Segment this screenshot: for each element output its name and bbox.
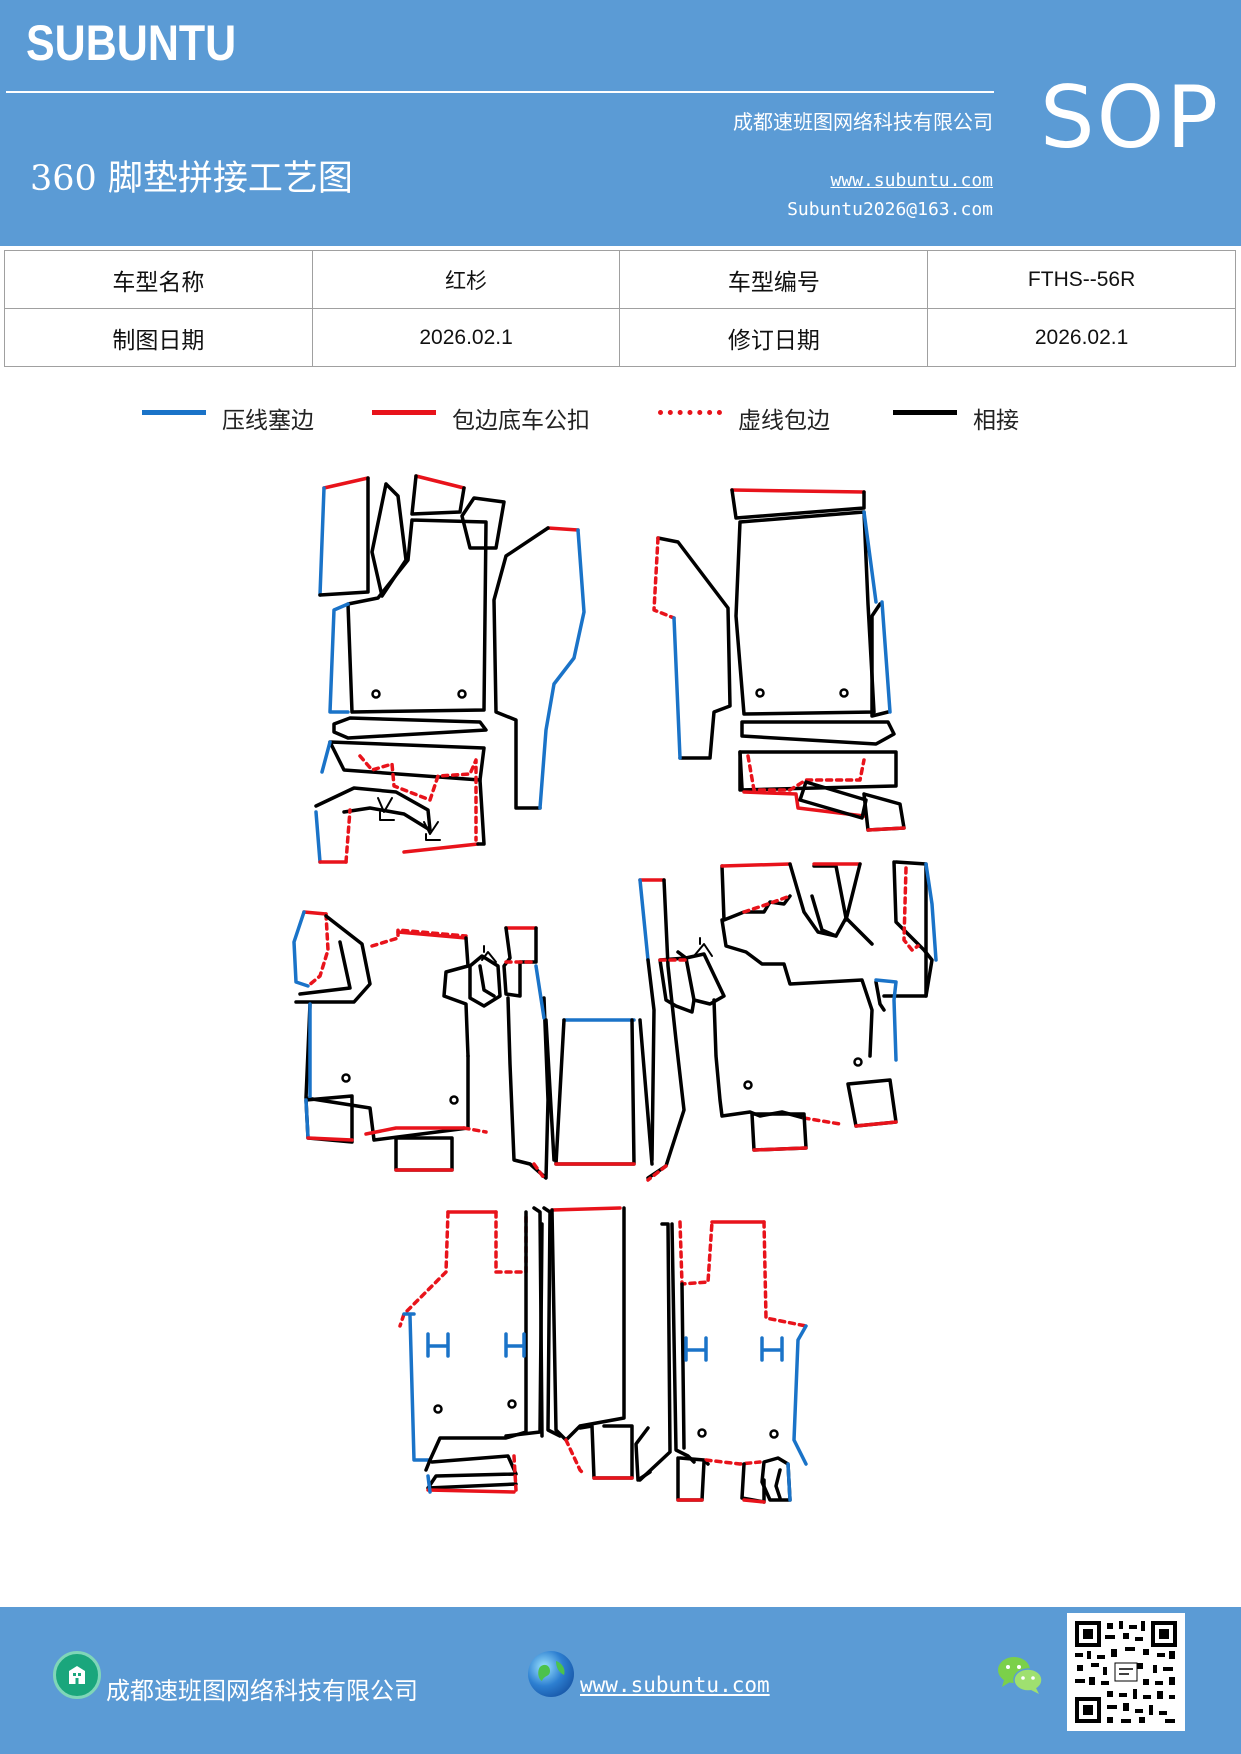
- wechat-icon[interactable]: [996, 1653, 1044, 1701]
- table-row: 车型名称 红杉 车型编号 FTHS--56R: [4, 250, 1236, 309]
- line-legend: 压线塞边 包边底车公扣 虚线包边 相接: [0, 398, 1241, 438]
- legend-label: 相接: [973, 408, 1019, 434]
- building-icon: [53, 1651, 101, 1699]
- legend-item: 压线塞边: [142, 398, 314, 438]
- legend-swatch-black: [893, 409, 957, 415]
- legend-swatch-blue: [142, 409, 206, 415]
- draw-date-value: 2026.02.1: [311, 308, 621, 367]
- legend-item: 相接: [893, 398, 1019, 438]
- mat-rear-center: [542, 1206, 672, 1482]
- page-title: 360 脚垫拼接工艺图: [30, 159, 353, 199]
- legend-label: 虚线包边: [738, 408, 830, 434]
- legend-label: 包边底车公扣: [452, 408, 590, 434]
- sop-badge: SOP: [1040, 68, 1221, 168]
- model-name-value: 红杉: [311, 250, 621, 309]
- footer-banner: 成都速班图网络科技有限公司 www.subuntu.com: [0, 1607, 1241, 1754]
- legend-item: 虚线包边: [658, 398, 830, 438]
- revision-date-label: 修订日期: [619, 308, 929, 367]
- footer-website-link[interactable]: www.subuntu.com: [580, 1673, 770, 1697]
- vehicle-info-table: 车型名称 红杉 车型编号 FTHS--56R 制图日期 2026.02.1 修订…: [4, 250, 1236, 367]
- header-banner: SUBUNTU 360 脚垫拼接工艺图 成都速班图网络科技有限公司 www.su…: [0, 0, 1241, 246]
- model-code-value: FTHS--56R: [927, 250, 1236, 309]
- model-code-label: 车型编号: [619, 250, 929, 309]
- mat-middle-center: [506, 878, 686, 1182]
- legend-swatch-red: [372, 409, 436, 415]
- globe-icon: [528, 1651, 574, 1697]
- header-company-name: 成都速班图网络科技有限公司: [733, 110, 993, 134]
- mat-rear-right: [670, 1220, 808, 1504]
- draw-date-label: 制图日期: [4, 308, 313, 367]
- legend-item: 包边底车公扣: [372, 398, 590, 438]
- floor-mat-diagram: [292, 474, 938, 1504]
- header-website-link[interactable]: www.subuntu.com: [830, 170, 993, 191]
- mat-rear-left: [398, 1206, 544, 1494]
- header-divider: [6, 91, 994, 93]
- brand-logo: SUBUNTU: [26, 15, 237, 71]
- table-row: 制图日期 2026.02.1 修订日期 2026.02.1: [4, 308, 1236, 367]
- footer-company-name: 成都速班图网络科技有限公司: [106, 1677, 418, 1705]
- mat-middle-right: [658, 860, 938, 1152]
- revision-date-value: 2026.02.1: [927, 308, 1236, 367]
- legend-swatch-red-dotted: [658, 409, 722, 415]
- legend-label: 压线塞边: [222, 408, 314, 434]
- model-name-label: 车型名称: [4, 250, 313, 309]
- mat-middle-left: [292, 910, 538, 1172]
- mat-front-left: [314, 474, 586, 864]
- header-email: Subuntu2026@163.com: [787, 199, 993, 220]
- qr-code-icon: [1067, 1613, 1185, 1731]
- mat-front-right: [652, 488, 906, 832]
